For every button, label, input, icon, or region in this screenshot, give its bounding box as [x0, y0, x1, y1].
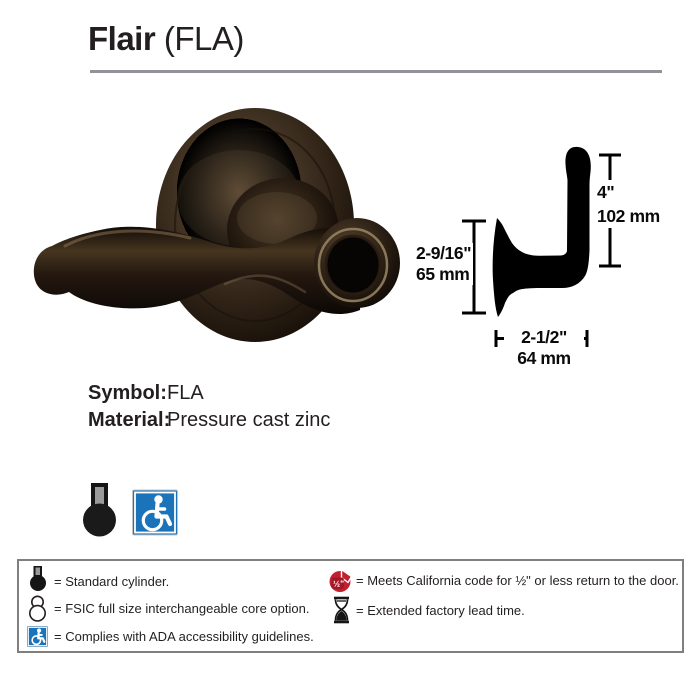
legend-item-california: = Meets California code for ½" or less r… — [356, 573, 679, 588]
product-name: Flair — [88, 20, 156, 57]
fsic-core-icon — [29, 595, 46, 622]
material-value: Pressure cast zinc — [167, 409, 331, 431]
page-title: Flair (FLA) — [88, 20, 244, 58]
ada-icon — [132, 489, 178, 536]
standard-cylinder-icon — [30, 566, 46, 591]
hourglass-icon — [334, 596, 349, 624]
california-half-inch-icon: ½" — [329, 568, 353, 592]
lever-silhouette — [492, 146, 591, 317]
product-code: (FLA) — [163, 20, 245, 57]
wheelchair-head — [154, 495, 163, 504]
wheelchair-wheel — [141, 509, 164, 532]
symbol-value: FLA — [167, 382, 204, 404]
symbol-label: Symbol: — [88, 382, 167, 404]
legend-item-lead-time: = Extended factory lead time. — [356, 603, 525, 618]
standard-cylinder-icon — [83, 483, 116, 537]
legend-item-standard-cylinder: = Standard cylinder. — [54, 574, 170, 589]
dim-lever-length-label: 4" 102 mm — [595, 180, 662, 228]
material-label: Material: — [88, 409, 171, 431]
title-rule — [90, 70, 662, 73]
svg-text:½": ½" — [333, 579, 344, 589]
ada-icon — [27, 626, 48, 647]
cylinder-hole — [326, 236, 380, 294]
dim-rose-height-label: 2-9/16" 65 mm — [414, 243, 474, 285]
legend-item-fsic: = FSIC full size interchangeable core op… — [54, 601, 310, 616]
lever-photo — [33, 108, 400, 342]
lever-shape — [33, 226, 366, 315]
dim-projection-label: 2-1/2" 64 mm — [504, 327, 584, 369]
legend-item-ada: = Complies with ADA accessibility guidel… — [54, 629, 314, 644]
legend-box — [17, 559, 684, 653]
dim-line-rose-height — [462, 219, 486, 315]
